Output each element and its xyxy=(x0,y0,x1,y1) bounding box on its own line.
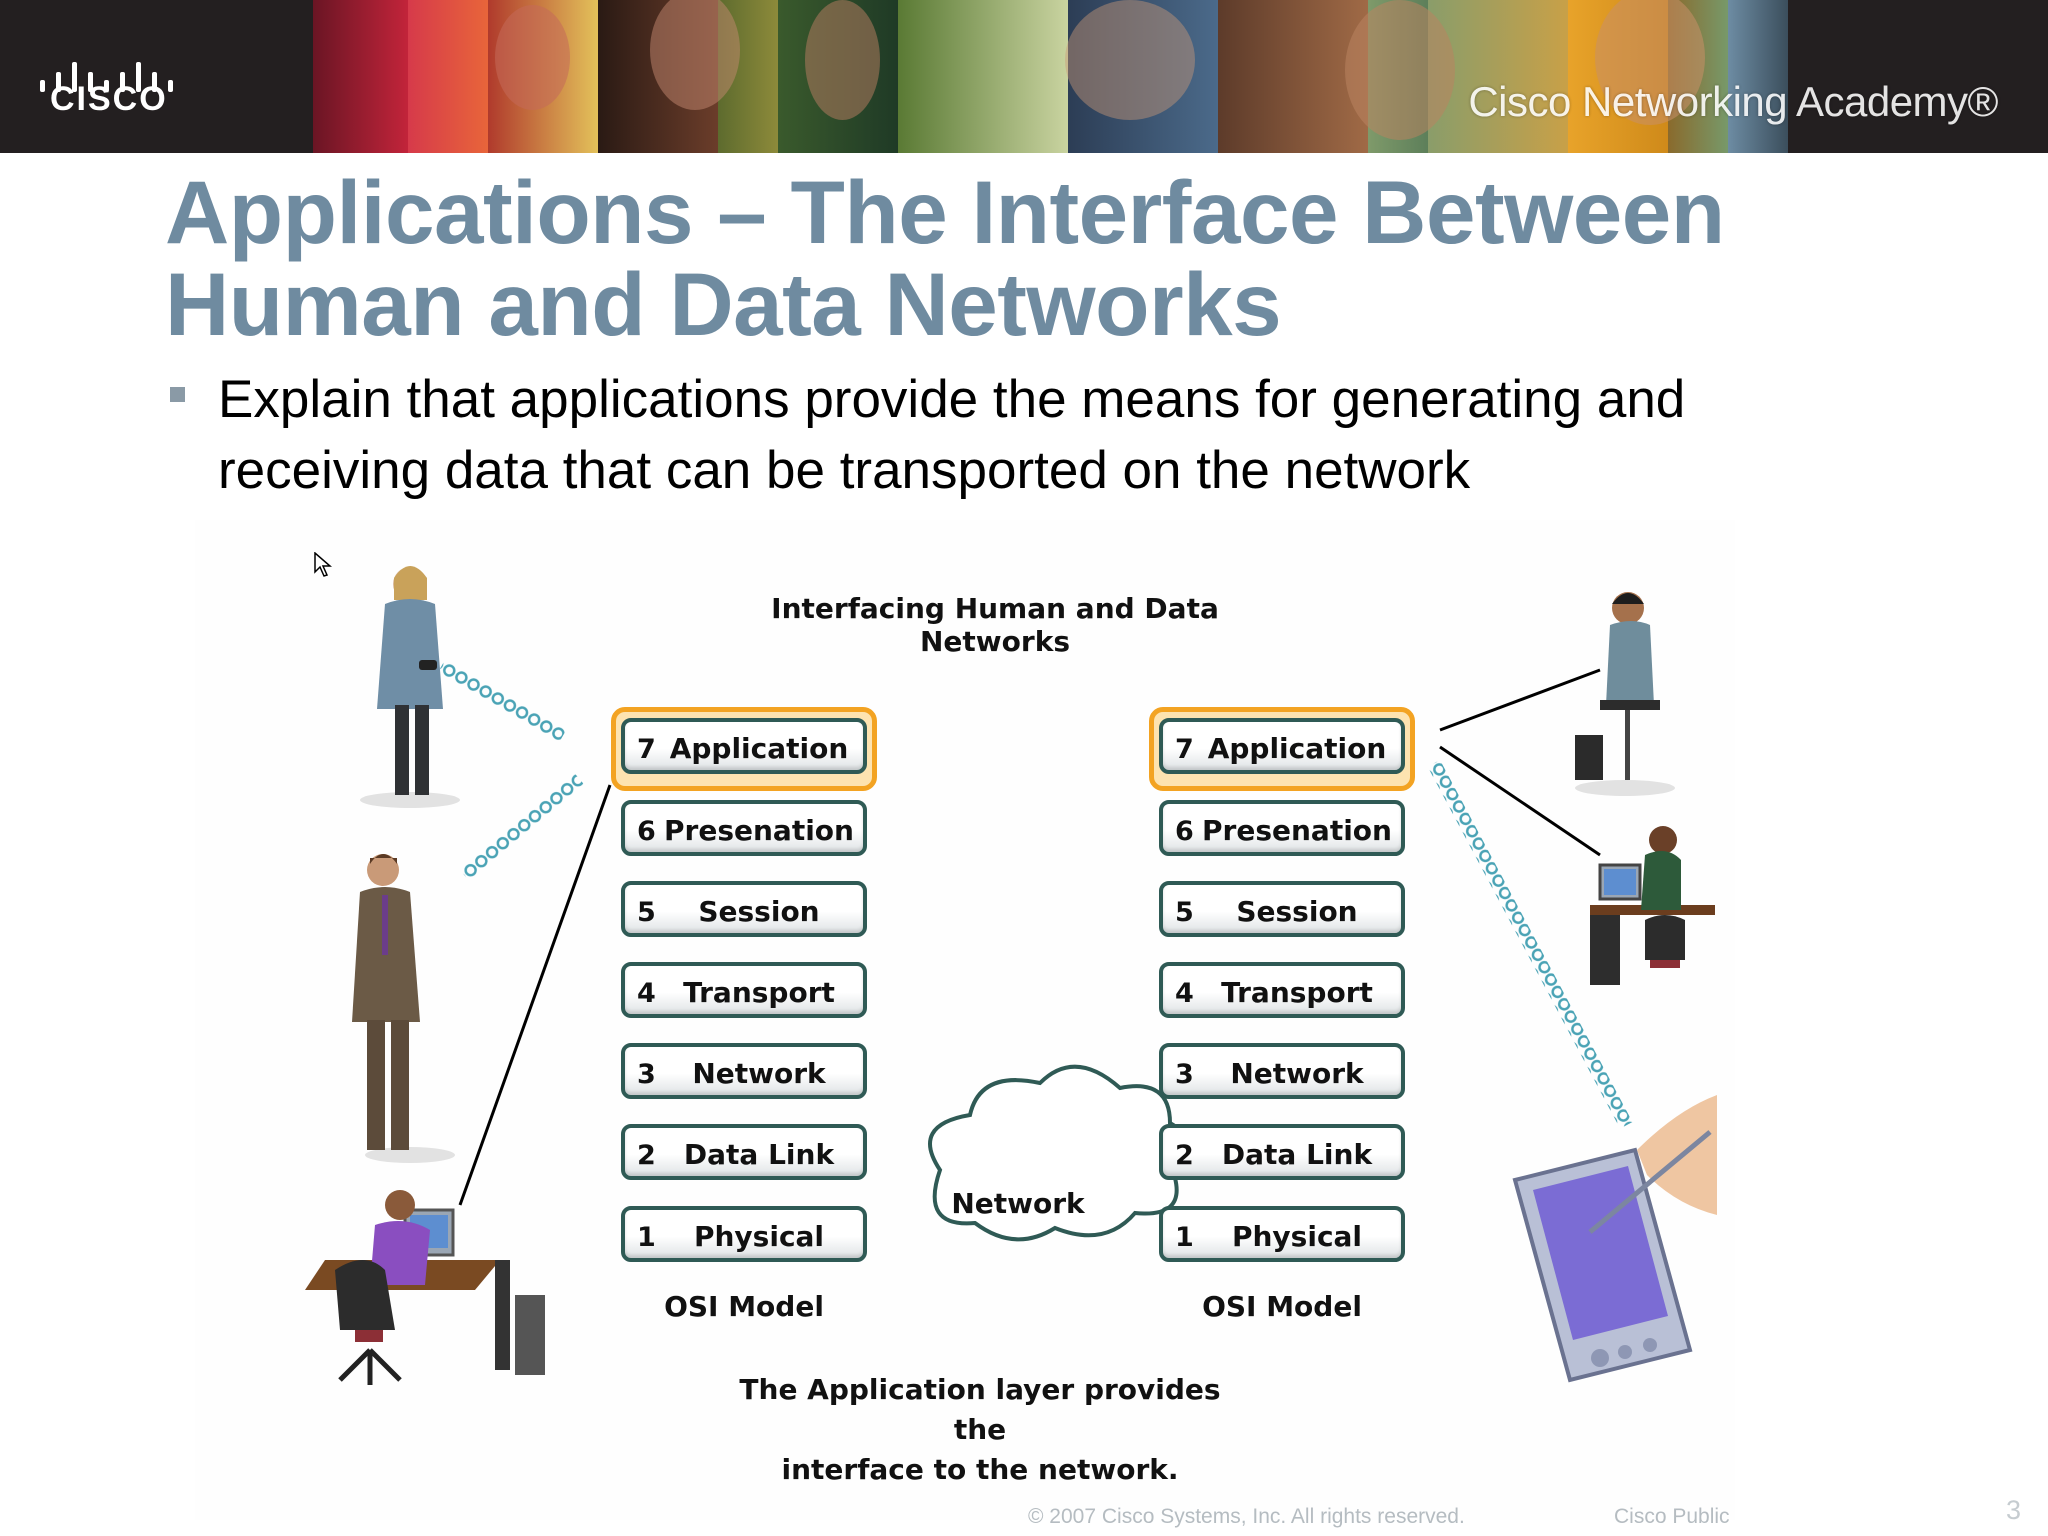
man-at-desktop-figure xyxy=(305,1190,545,1385)
banner-face xyxy=(650,0,740,110)
mouse-cursor-icon xyxy=(314,552,332,577)
banner-face xyxy=(1065,0,1195,120)
wireless-coil xyxy=(1427,759,1633,1129)
diagram-illustrations xyxy=(305,566,1717,1385)
banner-face xyxy=(495,5,570,110)
caption-line-2: interface to the network. xyxy=(781,1453,1179,1486)
pda-stylus-figure xyxy=(1512,1095,1717,1383)
banner-face xyxy=(805,0,880,120)
banner-face xyxy=(1595,0,1705,125)
woman-with-phone-figure xyxy=(360,566,460,808)
slide-title: Applications – The Interface Between Hum… xyxy=(165,166,1985,350)
diagram-title: Interfacing Human and Data Networks xyxy=(771,592,1219,658)
classification-label: Cisco Public xyxy=(1614,1505,1730,1528)
cisco-logo-word: CISCO xyxy=(50,80,168,118)
seated-woman-phone-figure xyxy=(1575,592,1675,796)
title-line-2: Human and Data Networks xyxy=(165,254,1282,354)
copyright-notice: © 2007 Cisco Systems, Inc. All rights re… xyxy=(1028,1505,1465,1528)
academy-brand: Cisco Networking Academy® xyxy=(1468,78,1998,125)
man-on-phone-figure xyxy=(352,854,455,1163)
bullet-square-icon xyxy=(170,387,185,402)
network-cloud-label: Network xyxy=(951,1187,1085,1220)
wireless-coil xyxy=(438,660,567,743)
wireless-coil xyxy=(460,773,584,881)
left-osi-label: OSI Model xyxy=(664,1290,824,1323)
caption-line-1: The Application layer provides the xyxy=(739,1373,1221,1446)
header-banner: CISCO Cisco Networking Academy® xyxy=(0,0,2048,153)
banner-face xyxy=(1345,0,1455,140)
cisco-logo-icon xyxy=(40,62,173,92)
bullet-text: Explain that applications provide the me… xyxy=(218,370,1686,500)
right-osi-label: OSI Model xyxy=(1202,1290,1362,1323)
woman-at-desktop-figure xyxy=(1590,826,1715,985)
connector-line xyxy=(1439,668,1601,732)
connector-line xyxy=(458,784,612,1206)
diagram-caption: The Application layer provides the inter… xyxy=(730,1370,1230,1490)
connector-line xyxy=(1439,745,1601,857)
title-line-1: Applications – The Interface Between xyxy=(165,162,1725,262)
page-number: 3 xyxy=(2006,1495,2022,1525)
